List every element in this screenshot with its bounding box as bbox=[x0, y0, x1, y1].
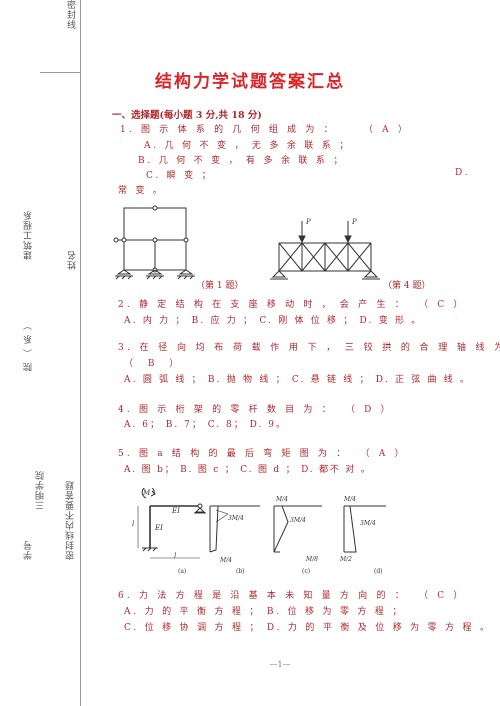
figure-5-caption-a: (a) bbox=[178, 568, 187, 575]
figure-4-load-p2: P bbox=[352, 218, 357, 226]
question-1-option-d-cont: 常 变 。 bbox=[118, 186, 165, 196]
question-6: 6. 力 法 方 程 是 沿 基 本 未 知 量 方 向 的 ： （ C ） bbox=[118, 588, 466, 601]
question-6-answer: （ C ） bbox=[418, 591, 466, 601]
page-number: —1— bbox=[269, 660, 291, 669]
figure-5-d-top: M/4 bbox=[344, 496, 356, 503]
binding-dept-label: 建筑工程系 bbox=[24, 210, 34, 260]
question-6-stem: 6. 力 法 方 程 是 沿 基 本 未 知 量 方 向 的 ： bbox=[118, 591, 407, 601]
question-5: 5. 图 a 结 构 的 最 后 弯 矩 图 为 ： （ A ） bbox=[118, 446, 407, 459]
figure-5-c-side: 3M/4 bbox=[290, 517, 306, 524]
question-3-options: A. 圆 弧 线 ； B. 抛 物 线 ； C. 悬 链 线 ； D. 正 弦 … bbox=[124, 375, 472, 385]
figure-5-l-bottom: l bbox=[174, 552, 177, 560]
question-4: 4. 图 示 桁 架 的 零 杆 数 目 为 ： （ D ） bbox=[118, 402, 393, 415]
figure-5-b-side: 3M/4 bbox=[228, 515, 244, 522]
figure-4-load-p1: P bbox=[306, 218, 311, 226]
binding-name-label: 姓名 bbox=[68, 250, 78, 270]
question-2-options: A. 内 力 ； B. 应 力 ； C. 刚 体 位 移 ； D. 变 形 。 bbox=[124, 316, 423, 326]
question-1-option-a: A. 几 何 不 变 ， 无 多 余 联 系 ； bbox=[144, 141, 352, 151]
figure-5-b-bottom: M/4 bbox=[220, 557, 232, 564]
question-3-stem: 3. 在 径 向 均 布 荷 载 作 用 下 ， 三 铰 拱 的 合 理 轴 线… bbox=[118, 343, 500, 353]
figure-5-m-label: M bbox=[143, 489, 151, 497]
figure-5-ei-column: EI bbox=[155, 524, 163, 532]
figure-5-ei-beam: EI bbox=[172, 507, 180, 515]
question-1: 1. 图 示 体 系 的 几 何 组 成 为 ： （ A ） bbox=[120, 122, 410, 135]
question-3-answer: （ B ） bbox=[124, 359, 185, 369]
page-title: 结构力学试题答案汇总 bbox=[155, 72, 345, 92]
section-heading: 一、选择题(每小题 3 分,共 18 分) bbox=[112, 110, 262, 121]
question-2-answer: （ C ） bbox=[418, 300, 466, 310]
question-4-answer: （ D ） bbox=[345, 405, 393, 415]
question-1-stem: 1. 图 示 体 系 的 几 何 组 成 为 ： bbox=[120, 125, 336, 135]
question-1-answer: （ A ） bbox=[363, 125, 411, 135]
binding-college-label: 院 （ 系 ） bbox=[24, 320, 34, 372]
binding-school-label: 三明学院 bbox=[36, 470, 46, 510]
question-5-options: A. 图 b； B. 图 c ； C. 图 d ； D. 都不 对 。 bbox=[124, 465, 372, 475]
binding-line-short bbox=[40, 72, 80, 73]
figure-1-caption: （第 1 题） bbox=[196, 281, 244, 291]
question-1-option-d: D. bbox=[455, 168, 471, 178]
figure-5-d-bottom: M/2 bbox=[340, 556, 352, 563]
question-1-option-c: C. 瞬 变 ； bbox=[146, 171, 214, 181]
figure-5-d-side: 3M/4 bbox=[360, 520, 376, 527]
question-4-stem: 4. 图 示 桁 架 的 零 杆 数 目 为 ： bbox=[118, 405, 334, 415]
figure-5-caption-c: (c) bbox=[302, 568, 311, 575]
figure-4-truss bbox=[270, 221, 380, 280]
question-5-stem: 5. 图 a 结 构 的 最 后 弯 矩 图 为 ： bbox=[118, 449, 349, 459]
figure-5-c-bottom: M/8 bbox=[306, 556, 318, 563]
question-4-options: A. 6； B. 7； C. 8； D. 9。 bbox=[124, 420, 287, 430]
figure-4-caption: （第 4 题） bbox=[383, 281, 431, 291]
question-6-options-cd: C. 位 移 协 调 方 程 ； D. 力 的 平 衡 及 位 移 为 零 方 … bbox=[124, 623, 492, 633]
question-1-option-b: B. 几 何 不 变 ， 有 多 余 联 系 ； bbox=[138, 156, 346, 166]
question-6-options-ab: A. 力 的 平 衡 方 程 ； B. 位 移 为 零 方 程 ； bbox=[124, 607, 405, 617]
figure-5-caption-d: (d) bbox=[374, 568, 383, 575]
binding-line bbox=[80, 0, 81, 706]
question-2-stem: 2. 静 定 结 构 在 支 座 移 动 时 ， 会 产 生 ： bbox=[118, 300, 407, 310]
binding-warning-label: 密封线内不要答题 bbox=[66, 480, 76, 560]
figure-1-frame bbox=[113, 205, 195, 280]
binding-top-label: 密封线 bbox=[65, 0, 75, 30]
question-2: 2. 静 定 结 构 在 支 座 移 动 时 ， 会 产 生 ： （ C ） bbox=[118, 297, 466, 310]
question-5-answer: （ A ） bbox=[360, 449, 407, 459]
figure-5-l-left: l bbox=[132, 520, 135, 528]
figure-5-caption-b: (b) bbox=[236, 568, 245, 575]
binding-student-id-label: 学号 bbox=[24, 540, 34, 560]
figure-5-diagrams bbox=[137, 488, 386, 559]
figure-5-c-top: M/4 bbox=[276, 496, 288, 503]
